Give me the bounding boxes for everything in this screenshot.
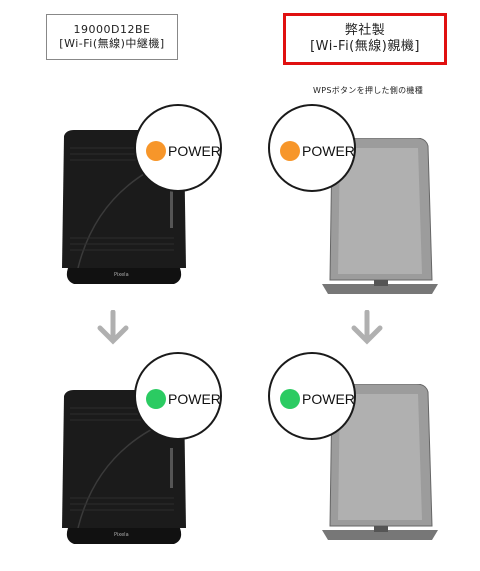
router-type: [Wi-Fi(無線)親機] <box>310 39 420 54</box>
router-label-box: 弊社製 [Wi-Fi(無線)親機] <box>283 13 447 65</box>
repeater-label-box: 19000D12BE [Wi-Fi(無線)中継機] <box>46 14 178 60</box>
down-arrow-icon-right <box>350 309 384 350</box>
router-device-bottom <box>318 384 444 544</box>
power-indicator-zoom-repeater-before: POWER <box>134 104 222 192</box>
power-led-green <box>146 389 166 409</box>
power-label: POWER <box>168 143 221 159</box>
power-indicator-zoom-router-before: POWER <box>268 104 356 192</box>
power-label: POWER <box>168 391 221 407</box>
power-label: POWER <box>302 143 355 159</box>
power-indicator-zoom-repeater-after: POWER <box>134 352 222 440</box>
power-led-orange <box>146 141 166 161</box>
router-device-top <box>318 138 444 298</box>
down-arrow-icon-left <box>96 309 130 350</box>
power-led-green <box>280 389 300 409</box>
power-led-orange <box>280 141 300 161</box>
power-indicator-zoom-router-after: POWER <box>268 352 356 440</box>
repeater-type: [Wi-Fi(無線)中継機] <box>59 37 165 50</box>
wps-note: WPSボタンを押した側の機種 <box>312 86 423 95</box>
repeater-brand-mark: Pixela <box>114 532 129 538</box>
router-maker: 弊社製 <box>344 22 386 38</box>
power-label: POWER <box>302 391 355 407</box>
repeater-model-number: 19000D12BE <box>73 23 151 37</box>
repeater-brand-mark: Pixela <box>114 272 129 278</box>
